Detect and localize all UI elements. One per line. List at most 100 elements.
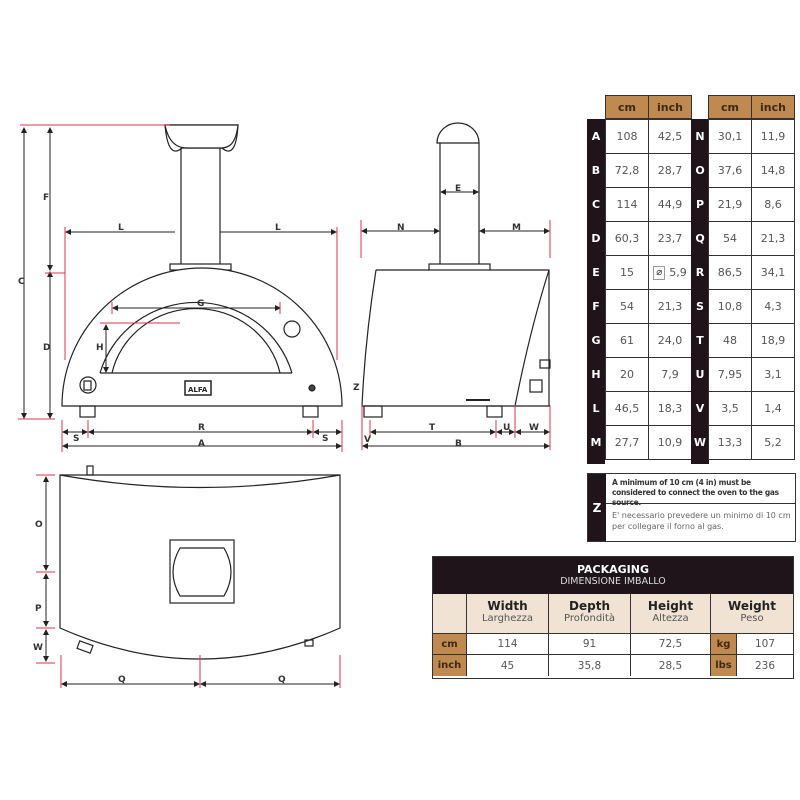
- pack-depth-inch: 35,8: [549, 655, 631, 676]
- dim-label-L-left: L: [118, 223, 124, 233]
- dim-label-Q-left: Q: [118, 675, 126, 685]
- dim-value-cm: 7,95: [708, 357, 752, 392]
- front-view-dimensions: [18, 124, 343, 452]
- note-label-z: Z: [588, 474, 606, 541]
- col-weight-en: Weight: [728, 599, 776, 613]
- dim-label-W: W: [529, 423, 539, 433]
- dim-value-inch: 21,3: [751, 221, 795, 256]
- dim-label-T: T: [429, 423, 436, 433]
- header-cm-left: cm: [605, 95, 649, 119]
- dim-label-D: D: [43, 343, 50, 353]
- header-cm-right: cm: [708, 95, 752, 119]
- unit-kg: kg: [711, 634, 737, 655]
- dim-row-label: H: [587, 357, 605, 392]
- col-height-en: Height: [647, 599, 694, 613]
- unit-lbs: lbs: [711, 655, 737, 676]
- side-view-dimensions: [360, 189, 551, 450]
- packaging-header: PACKAGING DIMENSIONE IMBALLO: [433, 557, 793, 594]
- dim-row-label: T: [691, 323, 709, 358]
- dim-value-inch: ⌀5,9: [648, 255, 692, 290]
- dim-label-G: G: [197, 299, 204, 309]
- dim-value-cm: 20: [605, 357, 649, 392]
- dim-row-label: B: [587, 153, 605, 188]
- dim-value-cm: 48: [708, 323, 752, 358]
- dim-row-label: R: [691, 255, 709, 290]
- dim-label-R: R: [198, 423, 205, 433]
- dim-value-inch: 1,4: [751, 391, 795, 426]
- note-english: A minimum of 10 cm (4 in) must be consid…: [606, 474, 795, 507]
- dim-value-inch: 14,8: [751, 153, 795, 188]
- col-height-it: Altezza: [652, 613, 689, 624]
- dim-value-cm: 13,3: [708, 425, 752, 460]
- dim-value-inch: 24,0: [648, 323, 692, 358]
- dim-row-label: E: [587, 255, 605, 290]
- dim-value-inch: 10,9: [648, 425, 692, 460]
- dim-label-O: O: [35, 520, 43, 530]
- dim-value-inch: 5,2: [751, 425, 795, 460]
- dim-value-inch: 34,1: [751, 255, 795, 290]
- dim-row-label: L: [587, 391, 605, 426]
- note-italian: E' necessario prevedere un minimo di 10 …: [612, 511, 791, 531]
- dim-value-inch: 18,3: [648, 391, 692, 426]
- dim-value-inch: 42,5: [648, 119, 692, 154]
- dim-label-U: U: [503, 423, 510, 433]
- dim-value-cm: 10,8: [708, 289, 752, 324]
- col-depth-it: Profondità: [563, 613, 615, 624]
- top-view: [59, 465, 341, 660]
- dim-label-E: E: [455, 184, 461, 194]
- col-height: Height Altezza: [631, 594, 711, 634]
- dim-row-label: C: [587, 187, 605, 222]
- front-view: [61, 124, 343, 418]
- dim-value-cm: 30,1: [708, 119, 752, 154]
- dim-row-label: A: [587, 119, 605, 154]
- col-width: Width Larghezza: [467, 594, 549, 634]
- dim-label-H: H: [96, 343, 104, 353]
- dim-row-label: S: [691, 289, 709, 324]
- dim-label-L-right: L: [275, 223, 281, 233]
- dim-row-label: U: [691, 357, 709, 392]
- dim-label-F: F: [43, 193, 49, 203]
- gas-connection-note: Z A minimum of 10 cm (4 in) must be cons…: [587, 473, 796, 542]
- alfa-logo: ALFA: [188, 386, 208, 394]
- dim-label-P: P: [35, 604, 42, 614]
- front-view-labels: C F D L L G H R A S S ALFA: [18, 193, 328, 449]
- dim-value-cm: 60,3: [605, 221, 649, 256]
- dim-value-cm: 37,6: [708, 153, 752, 188]
- dim-value-cm: 46,5: [605, 391, 649, 426]
- side-view: [361, 122, 551, 418]
- dim-value-inch: 18,9: [751, 323, 795, 358]
- dim-value-cm: 15: [605, 255, 649, 290]
- header-inch-left: inch: [648, 95, 692, 119]
- packaging-title: PACKAGING: [576, 563, 650, 576]
- dim-value-inch: 11,9: [751, 119, 795, 154]
- header-inch-right: inch: [751, 95, 795, 119]
- dim-value-inch-text: 5,9: [669, 266, 687, 279]
- dim-label-S-left: S: [73, 434, 79, 444]
- technical-drawing: C F D L L G H R A S S ALFA: [18, 122, 551, 688]
- pack-width-cm: 114: [467, 634, 549, 655]
- dim-value-cm: 114: [605, 187, 649, 222]
- dim-label-C: C: [18, 277, 25, 287]
- dim-label-N: N: [397, 223, 405, 233]
- dim-row-label: W: [691, 425, 709, 460]
- dim-value-cm: 72,8: [605, 153, 649, 188]
- dim-row-label: P: [691, 187, 709, 222]
- col-depth-en: Depth: [569, 599, 610, 613]
- dim-label-B: B: [455, 439, 462, 449]
- dim-row-label: V: [691, 391, 709, 426]
- dim-value-cm: 61: [605, 323, 649, 358]
- dim-value-cm: 54: [708, 221, 752, 256]
- unit-cm: cm: [433, 634, 467, 655]
- dim-label-Z: Z: [353, 383, 360, 393]
- dim-value-cm: 3,5: [708, 391, 752, 426]
- col-weight: Weight Peso: [711, 594, 793, 634]
- packaging-table: PACKAGING DIMENSIONE IMBALLO Width Largh…: [432, 556, 794, 679]
- dim-label-S-right: S: [322, 434, 328, 444]
- dim-value-cm: 21,9: [708, 187, 752, 222]
- dim-value-cm: 27,7: [605, 425, 649, 460]
- dim-row-label: M: [587, 425, 605, 460]
- col-width-en: Width: [487, 599, 528, 613]
- dim-row-label: F: [587, 289, 605, 324]
- dim-value-cm: 108: [605, 119, 649, 154]
- dim-row-label: N: [691, 119, 709, 154]
